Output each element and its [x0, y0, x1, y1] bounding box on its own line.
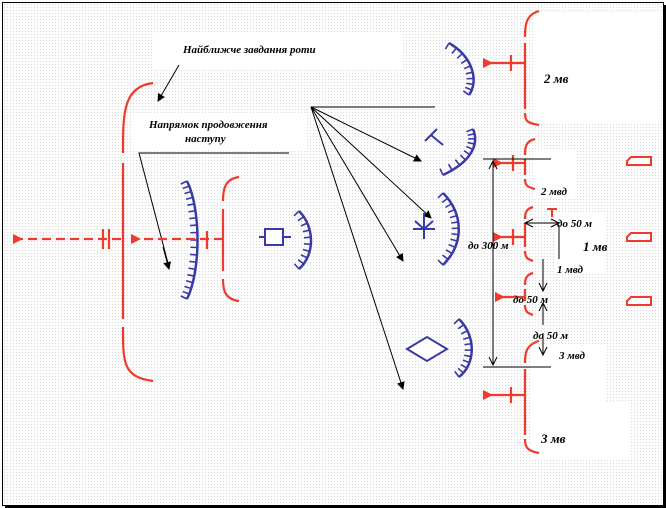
- pointer-fan: [310, 106, 435, 390]
- label-company-3: 3 мв: [540, 431, 566, 446]
- dimension-50m-b: [538, 301, 548, 357]
- dimension-50m-a: [523, 218, 561, 293]
- company-1-box: [555, 213, 605, 273]
- position-arc-1-teeth: [444, 42, 474, 96]
- platoon-2-box: [533, 149, 575, 199]
- label-up-to-50-c: до 50 м: [533, 330, 568, 342]
- platoon-2-bracket: [523, 137, 536, 191]
- continuation-box: [131, 113, 307, 151]
- company-2-box: [533, 13, 659, 123]
- label-company-1: 1 мв: [583, 239, 608, 254]
- left-company-arrow: [131, 231, 223, 249]
- label-continuation-2: наступу: [185, 133, 226, 145]
- label-platoon-3: 3 мвд: [558, 350, 585, 362]
- label-continuation-1: Напрямок продовження: [148, 119, 268, 131]
- platoon-2-arrow: [493, 155, 525, 171]
- company-2-arrow: [483, 55, 525, 71]
- nearest-task-bracket: [121, 81, 154, 383]
- mortar-symbol: [424, 128, 444, 146]
- position-arc-3-teeth: [437, 192, 459, 266]
- left-company-bracket: [221, 175, 240, 303]
- label-up-to-50-b: до 50 м: [513, 294, 548, 306]
- label-up-to-50-a: до 50 м: [557, 218, 592, 230]
- command-vehicle-symbol: [259, 228, 291, 246]
- company-3-bracket: [523, 339, 540, 455]
- position-arc-2: [442, 128, 477, 177]
- company-3-arrow: [483, 387, 525, 403]
- platoon-1-arrow: [493, 229, 525, 245]
- company-3-box: [531, 403, 631, 459]
- enemy-vehicle-1: [626, 156, 652, 166]
- platoon-mid-bracket: [523, 271, 534, 317]
- label-platoon-1: 1 мвд: [557, 264, 583, 276]
- platoon-1-bracket: [523, 205, 534, 263]
- continuation-leader-line: [138, 152, 289, 268]
- position-arc-2-teeth: [439, 128, 476, 176]
- antitank-symbol: [413, 213, 435, 239]
- diamond-symbol: [405, 335, 449, 363]
- continuation-pointer: [162, 246, 172, 270]
- left-position-teeth: [180, 180, 198, 300]
- tactical-diagram: Найближче завдання роти Напрямок продовж…: [12, 9, 659, 459]
- label-up-to-300: до 300 м: [468, 240, 509, 252]
- position-arc-1: [448, 41, 475, 96]
- center-position-arc: [298, 210, 313, 270]
- position-arc-4-teeth: [453, 318, 472, 378]
- label-nearest-task: Найближче завдання роти: [182, 44, 316, 56]
- nearest-task-pointer: [157, 64, 180, 102]
- dimension-300m: [483, 158, 551, 368]
- main-attack-arrow: [12, 229, 121, 249]
- platoon-1-vehicle-mark: [547, 208, 557, 217]
- label-company-2: 2 мв: [543, 71, 569, 86]
- enemy-vehicle-2: [626, 232, 652, 242]
- company-2-bracket: [523, 9, 540, 127]
- center-position-teeth: [293, 210, 311, 270]
- nearest-task-box: [153, 33, 403, 69]
- enemy-vehicle-3: [626, 296, 652, 306]
- label-platoon-2: 2 мвд: [540, 186, 567, 198]
